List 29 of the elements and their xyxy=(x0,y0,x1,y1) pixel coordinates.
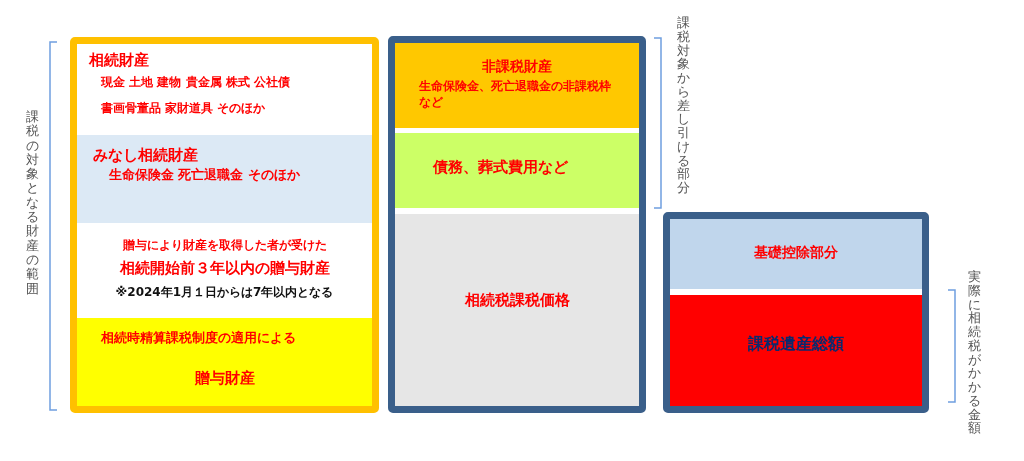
box-heading: 課税遺産総額 xyxy=(747,333,845,355)
box-text: 相続開始前３年以内の贈与財産 xyxy=(118,258,331,279)
box-text: 生命保険金 死亡退職金 そのほか xyxy=(109,167,300,184)
box-heading: 相続時精算課税制度の適用による xyxy=(101,330,296,347)
box-heading: みなし相続財産 xyxy=(93,145,198,166)
category-box xyxy=(77,135,372,223)
box-text: 現金 土地 建物 貴金属 株式 公社債 xyxy=(101,74,290,91)
box-heading: 相続財産 xyxy=(89,50,149,71)
box-text: 生命保険金、死亡退職金の非課税枠など xyxy=(419,78,612,111)
box-text: 贈与財産 xyxy=(193,368,256,389)
frame-panel xyxy=(663,212,929,413)
range-label: 課税の対象となる財産の範囲 xyxy=(26,110,39,296)
category-box xyxy=(395,214,639,406)
box-heading: 非課税財産 xyxy=(481,57,553,76)
category-box xyxy=(395,43,639,128)
range-label: 実際に相続税がかかる金額 xyxy=(968,270,981,435)
frame-panel xyxy=(70,37,379,413)
category-box xyxy=(77,318,372,406)
category-box xyxy=(395,133,639,208)
category-box xyxy=(670,295,922,406)
box-heading: 基礎控除部分 xyxy=(753,243,839,262)
box-heading: 贈与により財産を取得した者が受けた xyxy=(121,237,328,254)
box-heading: 相続税課税価格 xyxy=(463,290,571,311)
range-label: 課税対象から差し引ける部分 xyxy=(677,16,690,195)
box-heading: 債務、葬式費用など xyxy=(433,157,568,178)
category-box xyxy=(670,219,922,289)
box-text: 書画骨董品 家財道具 そのほか xyxy=(101,100,266,117)
box-text: ※2024年1月１日からは7年以内となる xyxy=(114,284,335,301)
frame-panel xyxy=(388,36,646,413)
